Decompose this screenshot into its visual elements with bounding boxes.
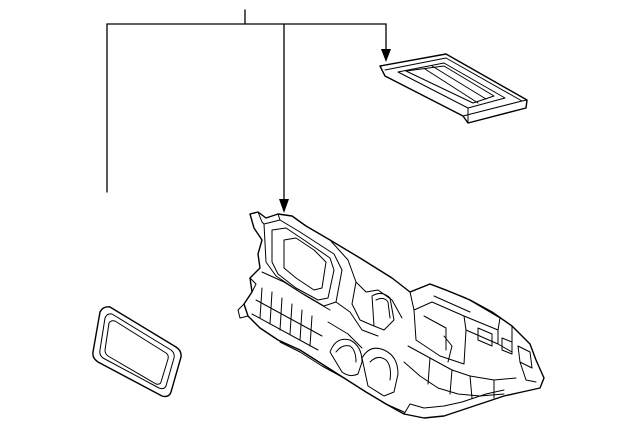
seal-gasket <box>92 306 182 398</box>
callout-leaders <box>106 9 391 213</box>
floor-duct-tray <box>379 53 528 124</box>
actuator-housing <box>329 338 363 377</box>
arrow-to-housing-icon <box>279 199 289 213</box>
arrow-to-tray-icon <box>381 49 391 62</box>
heater-housing-assembly <box>237 211 545 419</box>
